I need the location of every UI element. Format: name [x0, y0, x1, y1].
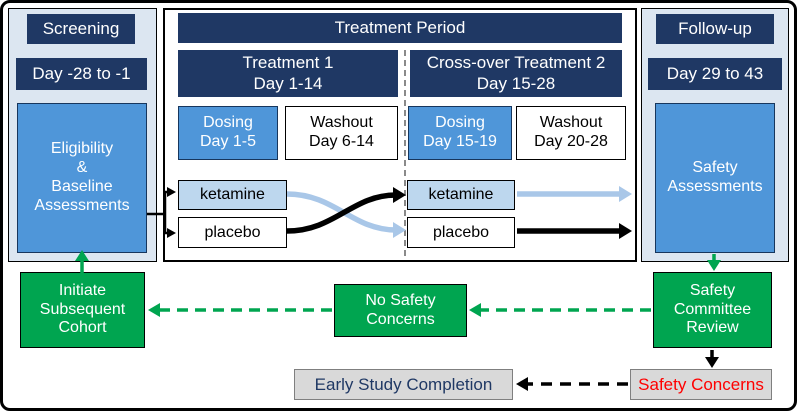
followup-panel: Follow-up Day 29 to 43 Safety Assessment… — [641, 8, 789, 262]
placebo-arm-period1: placebo — [178, 217, 287, 248]
ketamine-arm-period2: ketamine — [407, 180, 515, 210]
early-study-completion-box: Early Study Completion — [294, 369, 513, 400]
committee-to-safety-concerns-arrow — [705, 350, 719, 368]
treatment-period-panel: Treatment Period Treatment 1 Day 1-14 Cr… — [163, 8, 637, 262]
safety-assessments-box: Safety Assessments — [655, 103, 775, 253]
eligibility-baseline-box: Eligibility & Baseline Assessments — [17, 103, 147, 253]
safety-concerns-to-early-completion-arrow — [516, 377, 628, 391]
screening-period-label: Day -28 to -1 — [16, 58, 147, 90]
screening-header: Screening — [27, 14, 135, 44]
initiate-subsequent-cohort-box: Initiate Subsequent Cohort — [20, 272, 145, 348]
crossover-divider-line — [404, 50, 406, 256]
dosing2-box: Dosing Day 15-19 — [408, 106, 512, 160]
no-safety-to-initiate-arrow — [148, 303, 332, 317]
followup-header: Follow-up — [656, 14, 774, 44]
safety-concerns-box: Safety Concerns — [630, 369, 772, 400]
followup-period-label: Day 29 to 43 — [648, 58, 782, 90]
washout2-box: Washout Day 20-28 — [516, 106, 626, 160]
washout1-box: Washout Day 6-14 — [285, 106, 398, 160]
placebo-arm-period2: placebo — [407, 217, 515, 248]
safety-committee-review-box: Safety Committee Review — [653, 272, 772, 348]
treatment1-title: Treatment 1 Day 1-14 — [178, 50, 398, 97]
no-safety-concerns-box: No Safety Concerns — [334, 284, 467, 337]
dosing1-box: Dosing Day 1-5 — [178, 106, 278, 160]
ketamine-arm-period1: ketamine — [178, 180, 287, 210]
screening-panel: Screening Day -28 to -1 Eligibility & Ba… — [8, 8, 157, 262]
committee-to-no-safety-arrow — [469, 303, 651, 317]
treatment-period-header: Treatment Period — [178, 13, 622, 43]
crossover-treatment2-title: Cross-over Treatment 2 Day 15-28 — [410, 50, 622, 97]
